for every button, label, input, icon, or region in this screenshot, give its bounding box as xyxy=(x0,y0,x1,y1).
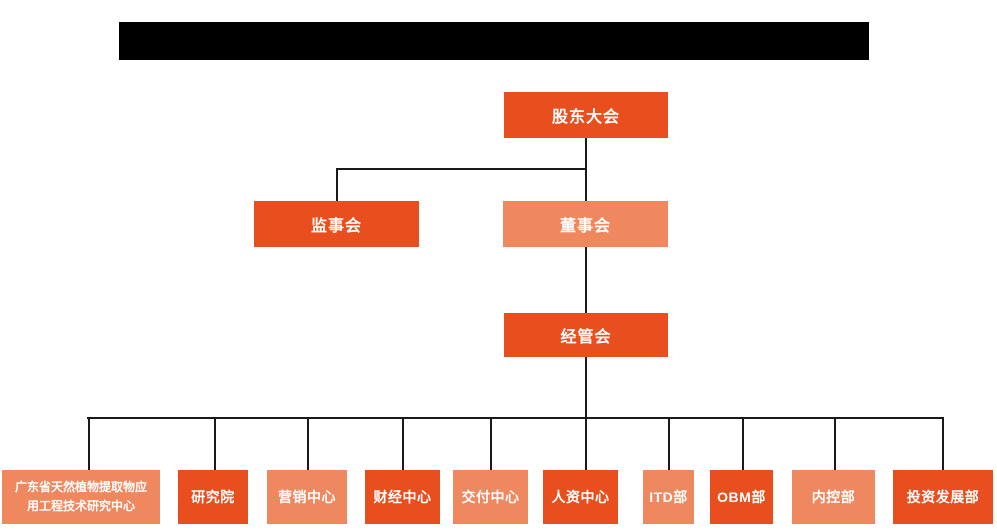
node-dept-research-institute: 研究院 xyxy=(178,470,248,524)
node-dept-research-center: 广东省天然植物提取物应 用工程技术研究中心 xyxy=(2,470,160,524)
connector-drop-dept-9 xyxy=(834,417,836,470)
node-label: 人资中心 xyxy=(551,489,610,505)
node-dept-investment-development: 投资发展部 xyxy=(893,470,993,524)
connector-drop-dept-3 xyxy=(307,417,309,470)
node-board-of-directors: 董事会 xyxy=(503,201,668,247)
node-dept-delivery-center: 交付中心 xyxy=(453,470,528,524)
connector-to-supervisory xyxy=(336,168,338,201)
node-label: 财经中心 xyxy=(373,489,432,505)
node-label: ITD部 xyxy=(649,489,688,505)
connector-drop-dept-1 xyxy=(88,417,90,470)
connector-board-to-management xyxy=(585,247,587,313)
node-label: 经管会 xyxy=(560,329,612,346)
connector-drop-dept-4 xyxy=(402,417,404,470)
node-label: 投资发展部 xyxy=(906,489,980,505)
node-label: 内控部 xyxy=(811,489,856,505)
connector-management-to-departments xyxy=(585,357,587,470)
connector-branch-row2 xyxy=(336,168,587,170)
node-supervisory-board: 监事会 xyxy=(254,201,419,247)
node-dept-internal-control: 内控部 xyxy=(792,470,875,524)
node-dept-itd: ITD部 xyxy=(643,470,694,524)
connector-branch-departments xyxy=(87,417,944,419)
node-label: 交付中心 xyxy=(461,489,520,505)
node-dept-hr-center: 人资中心 xyxy=(543,470,618,524)
node-dept-marketing-center: 营销中心 xyxy=(267,470,347,524)
node-label: 监事会 xyxy=(310,218,362,235)
node-label: 研究院 xyxy=(191,489,235,505)
redacted-title-bar xyxy=(119,22,869,60)
node-shareholders-meeting: 股东大会 xyxy=(504,92,668,138)
node-management-committee: 经管会 xyxy=(504,313,668,357)
connector-drop-dept-7 xyxy=(668,417,670,470)
node-dept-obm: OBM部 xyxy=(710,470,773,524)
node-label: 股东大会 xyxy=(551,109,620,126)
node-dept-finance-center: 财经中心 xyxy=(365,470,440,524)
node-label: OBM部 xyxy=(717,489,766,505)
node-label: 广东省天然植物提取物应 用工程技术研究中心 xyxy=(14,480,147,513)
connector-drop-dept-5 xyxy=(490,417,492,470)
node-label: 营销中心 xyxy=(278,489,336,505)
connector-drop-dept-2 xyxy=(214,417,216,470)
connector-drop-dept-8 xyxy=(742,417,744,470)
connector-drop-dept-10 xyxy=(942,417,944,470)
node-label: 董事会 xyxy=(559,218,611,235)
